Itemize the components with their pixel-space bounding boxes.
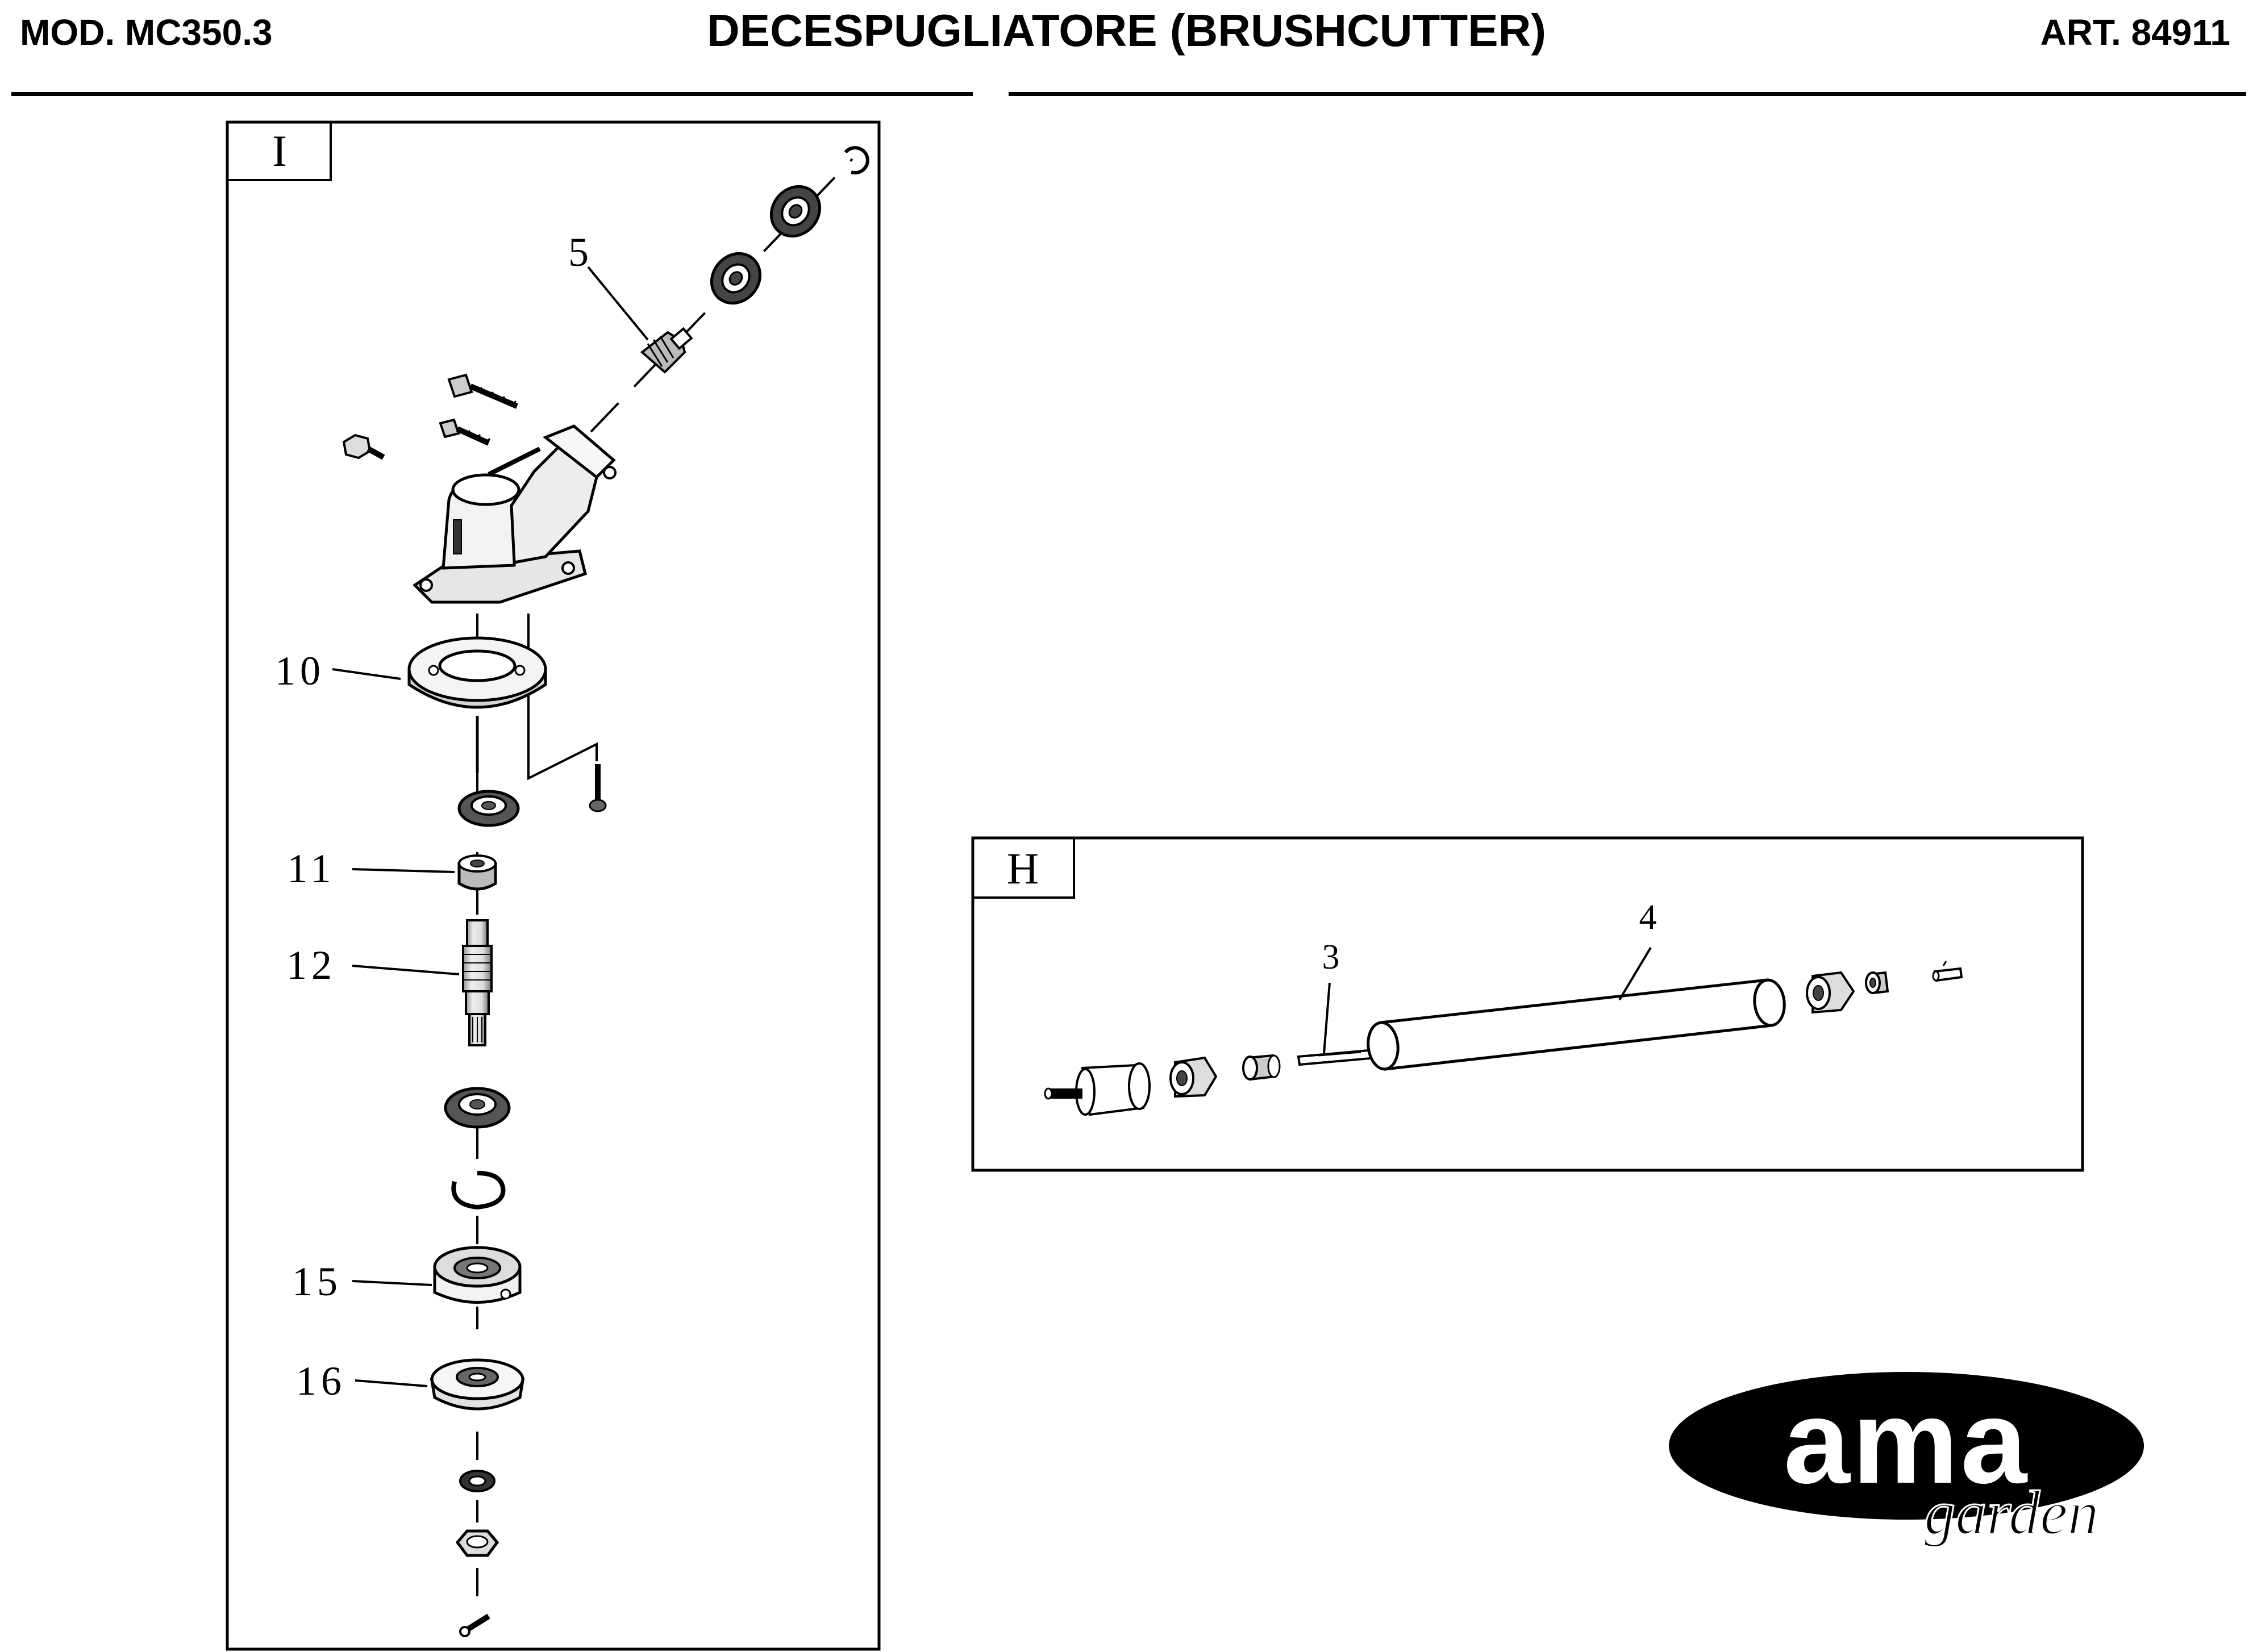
bearing-diag-2: [710, 252, 762, 305]
sleeve-right: [1865, 971, 1889, 995]
header-rule-left: [11, 92, 973, 96]
leader-11: [352, 868, 455, 873]
leader-16: [355, 1379, 428, 1387]
leader-3: [1323, 982, 1331, 1054]
sleeve-left: [1242, 1054, 1281, 1081]
article-number: ART. 84911: [2040, 12, 2230, 53]
panel-i-label: I: [272, 126, 287, 176]
hex-nut: [455, 1529, 499, 1557]
ama-garden-logo: ama garden: [1669, 1372, 2144, 1549]
panel-i: [226, 120, 881, 1651]
leader-12: [352, 965, 460, 975]
leader-15: [352, 1280, 432, 1286]
washer-part-16: [430, 1358, 525, 1411]
circlip-top: [844, 146, 869, 175]
bolt-hex: [342, 433, 385, 460]
panel-h-label-box: [972, 837, 1075, 899]
panel-i-frame: [226, 120, 881, 1651]
callout-12: 12: [286, 942, 336, 988]
hex-bushing-right: [1806, 971, 1855, 1014]
leader-4: [1618, 946, 1652, 1001]
lock-washer: [459, 1470, 495, 1492]
page-title: DECESPUGLIATORE (BRUSHCUTTER): [706, 5, 1547, 56]
panel-h-label: H: [1007, 844, 1039, 893]
callout-3: 3: [1322, 938, 1340, 977]
callout-15: 15: [292, 1259, 342, 1304]
screw-small-bottom: [589, 764, 607, 812]
panel-i-label-box: [226, 121, 332, 181]
shaft-part-12: [462, 919, 493, 1046]
screw-short: [439, 418, 491, 446]
bevel-gear-part-5: [640, 327, 693, 374]
hex-bushing-left: [1169, 1056, 1218, 1098]
logo-sub-text: garden: [1924, 1478, 2099, 1547]
sleeve-part-11: [457, 854, 497, 891]
model-code: MOD. MC350.3: [20, 12, 273, 53]
leader-5: [587, 266, 649, 341]
drive-end-cylinder: [1044, 1062, 1151, 1116]
callout-4: 4: [1639, 898, 1657, 937]
header-rule-right: [1009, 92, 2246, 96]
callout-16: 16: [296, 1358, 346, 1404]
split-pin: [459, 1613, 490, 1637]
panel-h: [971, 836, 2084, 1172]
gear-head-housing: [413, 424, 617, 604]
bearing-diag-1: [769, 185, 822, 238]
screw-long: [447, 373, 518, 409]
circlip-vertical: [451, 1171, 506, 1210]
cup-part-15: [433, 1246, 522, 1304]
drive-shaft-part-3: [1297, 1048, 1378, 1066]
callout-10: 10: [275, 648, 325, 694]
tube-part-4: [1367, 978, 1786, 1071]
bearing-vertical-1: [457, 790, 520, 827]
callout-11: 11: [287, 846, 335, 891]
flange-ring-part-10: [407, 636, 547, 709]
leader-10: [332, 668, 401, 680]
pin-right: [1932, 961, 1963, 982]
bearing-vertical-2: [444, 1087, 511, 1129]
logo-brand-text: ama: [1784, 1375, 2029, 1508]
panel-h-frame: [971, 836, 2084, 1172]
screw-guide-line: [527, 614, 598, 781]
callout-5: 5: [568, 230, 589, 275]
